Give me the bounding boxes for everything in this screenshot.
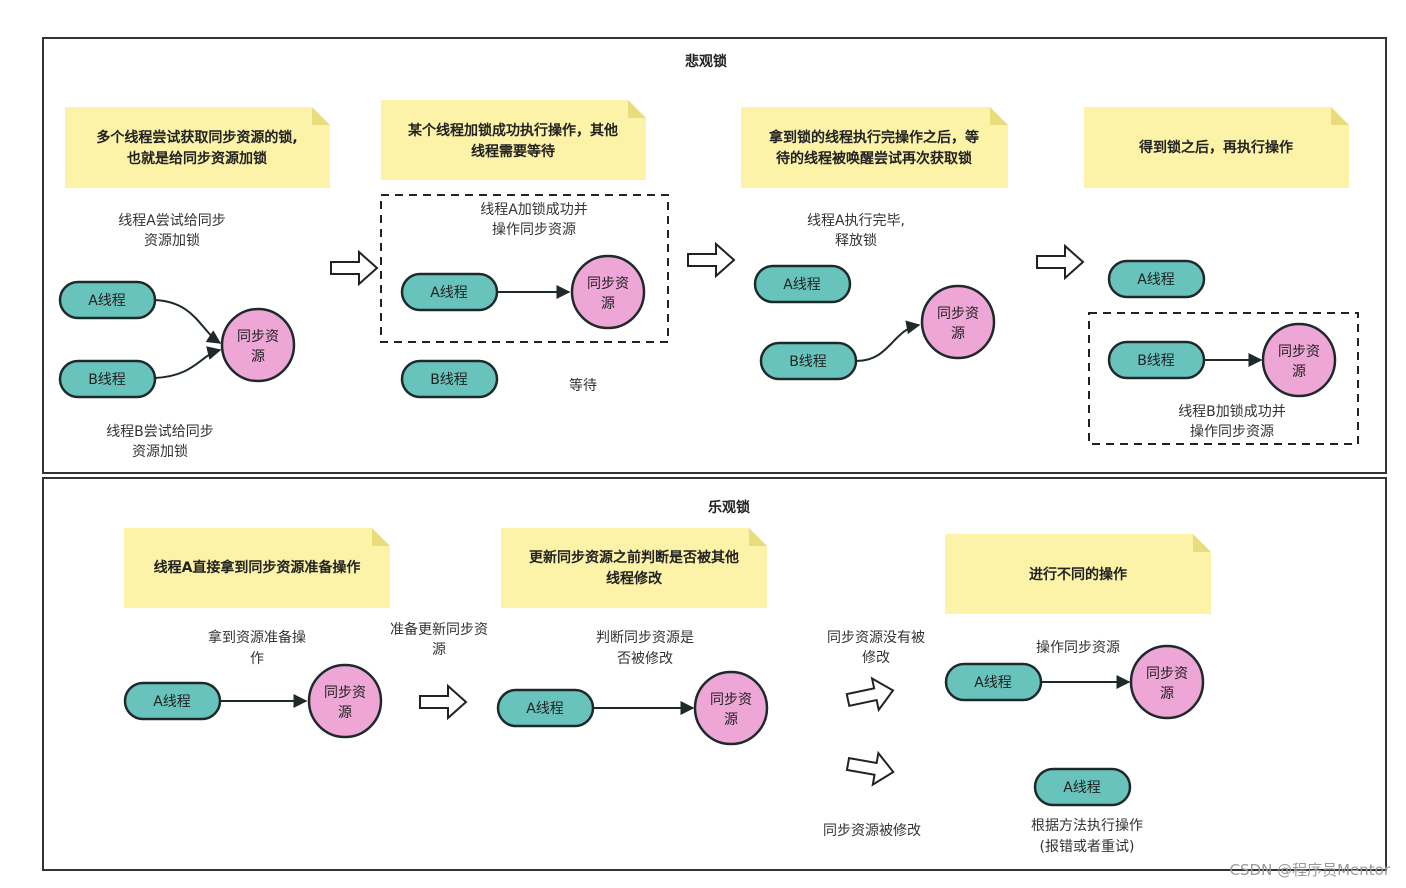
pessimistic-title: 悲观锁	[685, 53, 727, 70]
label-get-res: 拿到资源准备操作	[208, 629, 306, 667]
note-line: 更新同步资源之前判断是否被其他	[529, 549, 739, 566]
label-a-try: 线程A尝试给同步资源加锁	[118, 213, 226, 249]
resource-node: 同步资源	[920, 284, 996, 360]
svg-text:A线程: A线程	[1137, 272, 1175, 288]
label-modified: 同步资源被修改	[823, 823, 921, 839]
svg-text:A线程: A线程	[430, 285, 468, 301]
svg-text:A线程: A线程	[88, 293, 126, 309]
svg-text:某个线程加锁成功执行操作，其他线程需要等待: 某个线程加锁成功执行操作，其他线程需要等待	[408, 122, 618, 160]
thread-a-node: A线程	[400, 272, 499, 312]
svg-text:同步资源: 同步资源	[324, 685, 366, 721]
optimistic-panel	[42, 477, 1387, 871]
note-line: 某个线程加锁成功执行操作，其他	[408, 122, 618, 139]
connector-a-to-resource	[154, 299, 222, 344]
svg-text:线程A直接拿到同步资源准备操作: 线程A直接拿到同步资源准备操作	[154, 559, 361, 576]
connector-b-to-resource	[154, 346, 222, 379]
note-line: 进行不同的操作	[1029, 566, 1127, 583]
label-b-try: 线程B尝试给同步资源加锁	[106, 424, 214, 460]
svg-text:B线程: B线程	[1137, 353, 1175, 369]
svg-text:同步资源: 同步资源	[237, 329, 279, 365]
resource-node: 同步资源	[1261, 322, 1337, 398]
optimistic-title: 乐观锁	[708, 499, 750, 516]
lock-region	[380, 194, 669, 343]
note-line: 线程A直接拿到同步资源准备操作	[154, 559, 361, 576]
note-line: 得到锁之后，再执行操作	[1138, 139, 1293, 156]
pessimistic-panel	[42, 37, 1387, 474]
thread-b-node: B线程	[1107, 340, 1206, 380]
note-line: 线程需要等待	[471, 143, 555, 160]
svg-text:同步资源: 同步资源	[710, 692, 752, 728]
step-arrow	[419, 685, 467, 719]
label-check: 判断同步资源是否被修改	[596, 630, 694, 667]
label-wait: 等待	[569, 377, 597, 394]
watermark: CSDN @程序员Mentor	[1230, 861, 1391, 879]
pessimistic-note-2: 某个线程加锁成功执行操作，其他线程需要等待	[381, 100, 646, 180]
step-arrow	[1036, 245, 1084, 279]
thread-a-node: A线程	[753, 264, 852, 304]
pessimistic-note-3: 拿到锁的线程执行完操作之后，等待的线程被唤醒尝试再次获取锁	[741, 107, 1008, 188]
note-line: 待的线程被唤醒尝试再次获取锁	[776, 150, 972, 167]
svg-text:同步资源: 同步资源	[937, 306, 979, 342]
label-operate: 操作同步资源	[1036, 640, 1120, 656]
svg-text:A线程: A线程	[153, 694, 191, 710]
svg-text:B线程: B线程	[789, 354, 827, 370]
lock-region	[1088, 312, 1359, 445]
resource-node: 同步资源	[220, 307, 296, 383]
thread-b-node: B线程	[400, 359, 499, 399]
svg-text:进行不同的操作: 进行不同的操作	[1029, 566, 1127, 583]
label-prep-update: 准备更新同步资源	[390, 621, 488, 658]
svg-text:拿到锁的线程执行完操作之后，等待的线程被唤醒尝试再次获取锁: 拿到锁的线程执行完操作之后，等待的线程被唤醒尝试再次获取锁	[768, 129, 979, 167]
svg-text:B线程: B线程	[88, 372, 126, 388]
step-arrow	[687, 243, 735, 277]
optimistic-note-2: 更新同步资源之前判断是否被其他线程修改	[501, 528, 767, 608]
label-b-success: 线程B加锁成功并操作同步资源	[1178, 404, 1286, 440]
thread-a-node: A线程	[944, 662, 1043, 702]
svg-text:同步资源: 同步资源	[1146, 666, 1188, 702]
note-line: 线程修改	[606, 570, 663, 587]
connector-b-to-resource	[855, 320, 921, 362]
svg-text:A线程: A线程	[526, 701, 564, 717]
note-line: 拿到锁的线程执行完操作之后，等	[768, 129, 979, 146]
svg-text:更新同步资源之前判断是否被其他线程修改: 更新同步资源之前判断是否被其他线程修改	[529, 549, 739, 587]
optimistic-note-3: 进行不同的操作	[945, 534, 1211, 614]
svg-text:得到锁之后，再执行操作: 得到锁之后，再执行操作	[1138, 139, 1293, 156]
resource-node: 同步资源	[1129, 644, 1205, 720]
note-line: 多个线程尝试获取同步资源的锁,	[96, 129, 297, 146]
thread-b-node: B线程	[58, 359, 157, 399]
svg-text:B线程: B线程	[430, 372, 468, 388]
branch-arrow	[843, 673, 898, 717]
svg-text:A线程: A线程	[1063, 780, 1101, 796]
thread-b-node: B线程	[759, 341, 858, 381]
resource-node: 同步资源	[693, 670, 769, 746]
pessimistic-note-4: 得到锁之后，再执行操作	[1084, 107, 1349, 188]
thread-a-node: A线程	[496, 688, 595, 728]
note-line: 也就是给同步资源加锁	[127, 150, 267, 167]
svg-text:A线程: A线程	[783, 277, 821, 293]
label-per-method: 根据方法执行操作(报错或者重试)	[1031, 818, 1143, 855]
svg-text:A线程: A线程	[974, 675, 1012, 691]
resource-node: 同步资源	[307, 663, 383, 739]
branch-arrow	[844, 747, 898, 789]
label-a-success: 线程A加锁成功并操作同步资源	[480, 202, 588, 238]
svg-text:同步资源: 同步资源	[587, 276, 629, 312]
optimistic-note-1: 线程A直接拿到同步资源准备操作	[124, 528, 390, 608]
resource-node: 同步资源	[570, 254, 646, 330]
thread-a-node: A线程	[123, 681, 222, 721]
thread-a-node: A线程	[1033, 767, 1132, 807]
pessimistic-note-1: 多个线程尝试获取同步资源的锁, 也就是给同步资源加锁	[65, 107, 330, 188]
thread-a-node: A线程	[1107, 259, 1206, 299]
thread-a-node: A线程	[58, 280, 157, 320]
label-not-modified: 同步资源没有被修改	[827, 630, 925, 666]
svg-text:多个线程尝试获取同步资源的锁,也就是给同步资源加锁: 多个线程尝试获取同步资源的锁, 也就是给同步资源加锁	[96, 129, 297, 167]
step-arrow	[330, 251, 378, 285]
svg-text:同步资源: 同步资源	[1278, 344, 1320, 380]
label-a-done: 线程A执行完毕,释放锁	[807, 213, 905, 249]
